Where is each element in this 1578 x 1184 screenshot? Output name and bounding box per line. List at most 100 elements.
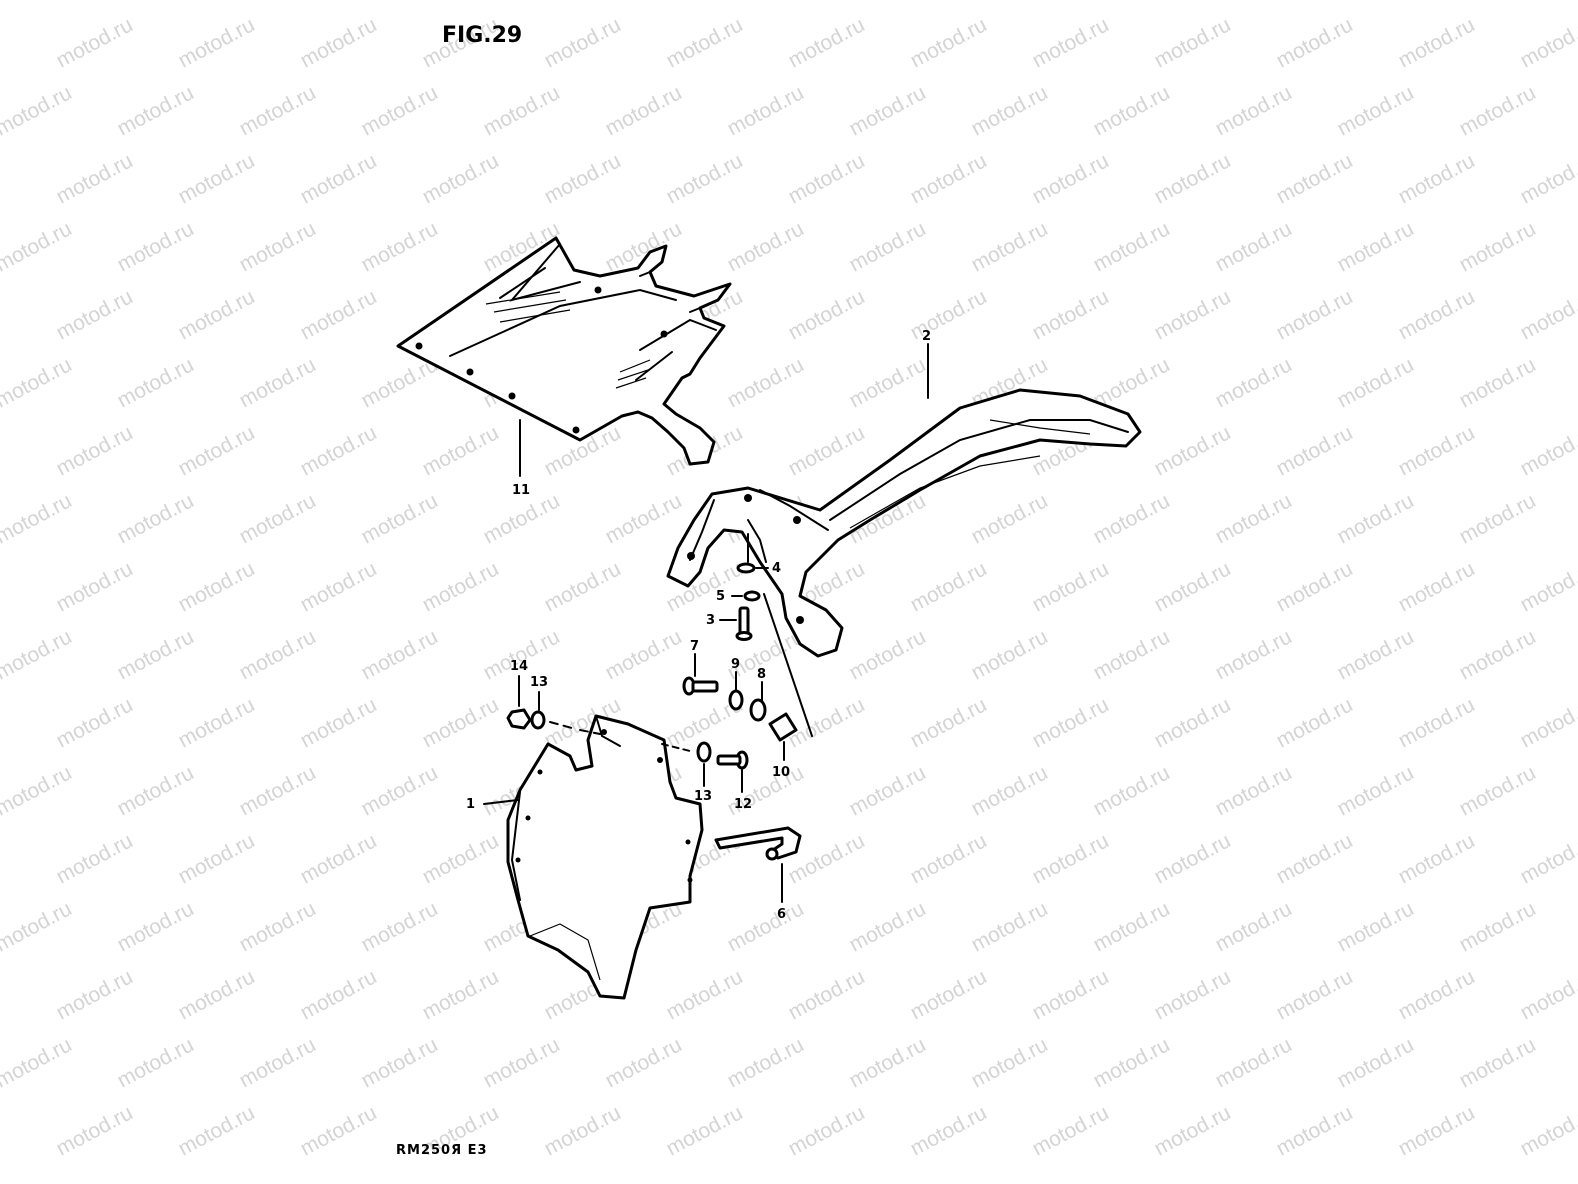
callout-13-lower: 13: [694, 789, 712, 804]
watermark-text: motod.ru: [236, 217, 320, 276]
watermark-text: motod.ru: [358, 897, 442, 956]
watermark-text: motod.ru: [1273, 13, 1357, 72]
watermark-text: motod.ru: [419, 421, 503, 480]
watermark-text: motod.ru: [1395, 829, 1479, 888]
watermark-text: motod.ru: [1029, 693, 1113, 752]
callout-13-upper: 13: [530, 675, 548, 690]
watermark-text: motod.ru: [53, 13, 137, 72]
part-mudguard-flap: [483, 714, 704, 1000]
watermark-text: motod.ru: [419, 693, 503, 752]
watermark-text: motod.ru: [419, 149, 503, 208]
watermark-text: motod.ru: [1212, 489, 1296, 548]
watermark-text: motod.ru: [114, 353, 198, 412]
watermark-text: motod.ru: [1029, 557, 1113, 616]
watermark-text: motod.ru: [53, 965, 137, 1024]
watermark-text: motod.ru: [1334, 81, 1418, 140]
watermark-text: motod.ru: [785, 965, 869, 1024]
watermark-text: motod.ru: [846, 353, 930, 412]
watermark-text: motod.ru: [724, 897, 808, 956]
watermark-text: motod.ru: [53, 557, 137, 616]
watermark-text: motod.ru: [602, 489, 686, 548]
watermark-text: motod.ru: [0, 897, 76, 956]
watermark-text: motod.ru: [907, 829, 991, 888]
watermark-text: motod.ru: [602, 625, 686, 684]
watermark-text: motod.ru: [1395, 557, 1479, 616]
watermark-text: motod.ru: [1334, 1033, 1418, 1092]
watermark-text: motod.ru: [297, 1101, 381, 1160]
watermark-text: motod.ru: [114, 489, 198, 548]
watermark-text: motod.ru: [358, 1033, 442, 1092]
watermark-text: motod.ru: [297, 421, 381, 480]
watermark-text: motod.ru: [907, 557, 991, 616]
watermark-text: motod.ru: [358, 625, 442, 684]
watermark-text: motod.ru: [1517, 693, 1578, 752]
watermark-text: motod.ru: [0, 353, 76, 412]
watermark-text: motod.ru: [846, 217, 930, 276]
watermark-text: motod.ru: [1151, 693, 1235, 752]
watermark-text: motod.ru: [419, 557, 503, 616]
watermark-text: motod.ru: [1212, 625, 1296, 684]
watermark-text: motod.ru: [1517, 13, 1578, 72]
part-washer-4: [736, 562, 769, 574]
watermark-text: motod.ru: [785, 149, 869, 208]
watermark-text: motod.ru: [175, 1101, 259, 1160]
watermark-text: motod.ru: [297, 13, 381, 72]
watermark-text: motod.ru: [1456, 761, 1540, 820]
watermark-text: motod.ru: [175, 285, 259, 344]
watermark-text: motod.ru: [236, 81, 320, 140]
watermark-text: motod.ru: [480, 1033, 564, 1092]
callout-8: 8: [757, 667, 766, 682]
watermark-text: motod.ru: [1090, 897, 1174, 956]
watermark-text: motod.ru: [846, 81, 930, 140]
watermark-text: motod.ru: [114, 625, 198, 684]
watermark-text: motod.ru: [53, 1101, 137, 1160]
model-code: RM250Я E3: [396, 1143, 488, 1158]
watermark-text: motod.ru: [1395, 13, 1479, 72]
callout-14: 14: [510, 659, 528, 674]
part-bolt-3: [719, 606, 753, 641]
watermark-text: motod.ru: [1456, 897, 1540, 956]
watermark-text: motod.ru: [541, 1101, 625, 1160]
watermark-text: motod.ru: [1151, 829, 1235, 888]
watermark-text: motod.ru: [297, 557, 381, 616]
watermark-text: motod.ru: [1395, 965, 1479, 1024]
watermark-text: motod.ru: [1029, 149, 1113, 208]
callout-7: 7: [690, 639, 699, 654]
watermark-text: motod.ru: [1090, 1033, 1174, 1092]
watermark-text: motod.ru: [1151, 421, 1235, 480]
watermark-text: motod.ru: [1456, 489, 1540, 548]
watermark-text: motod.ru: [541, 149, 625, 208]
watermark-text: motod.ru: [1456, 353, 1540, 412]
watermark-text: motod.ru: [1456, 1033, 1540, 1092]
watermark-text: motod.ru: [1334, 761, 1418, 820]
watermark-text: motod.ru: [114, 897, 198, 956]
part-nut-14: [506, 675, 532, 730]
callout-11: 11: [512, 483, 530, 498]
watermark-text: motod.ru: [236, 625, 320, 684]
watermark-text: motod.ru: [297, 829, 381, 888]
watermark-text: motod.ru: [1273, 829, 1357, 888]
watermark-text: motod.ru: [663, 13, 747, 72]
watermark-text: motod.ru: [175, 693, 259, 752]
part-washer-13-upper: [530, 691, 601, 735]
watermark-text: motod.ru: [907, 1101, 991, 1160]
watermark-text: motod.ru: [968, 1033, 1052, 1092]
part-washer-9: [728, 671, 744, 711]
watermark-text: motod.ru: [1273, 421, 1357, 480]
watermark-text: motod.ru: [175, 13, 259, 72]
watermark-text: motod.ru: [175, 149, 259, 208]
watermark-text: motod.ru: [1517, 285, 1578, 344]
watermark-text: motod.ru: [846, 761, 930, 820]
watermark-text: motod.ru: [1273, 557, 1357, 616]
watermark-text: motod.ru: [1395, 693, 1479, 752]
callout-4: 4: [772, 561, 781, 576]
watermark-text: motod.ru: [53, 149, 137, 208]
watermark-text: motod.ru: [419, 965, 503, 1024]
watermark-text: motod.ru: [1517, 149, 1578, 208]
callout-2: 2: [922, 329, 931, 344]
watermark-text: motod.ru: [1456, 81, 1540, 140]
part-bolt-7: [682, 653, 719, 696]
watermark-text: motod.ru: [1273, 965, 1357, 1024]
watermark-text: motod.ru: [114, 217, 198, 276]
watermark-text: motod.ru: [1151, 965, 1235, 1024]
